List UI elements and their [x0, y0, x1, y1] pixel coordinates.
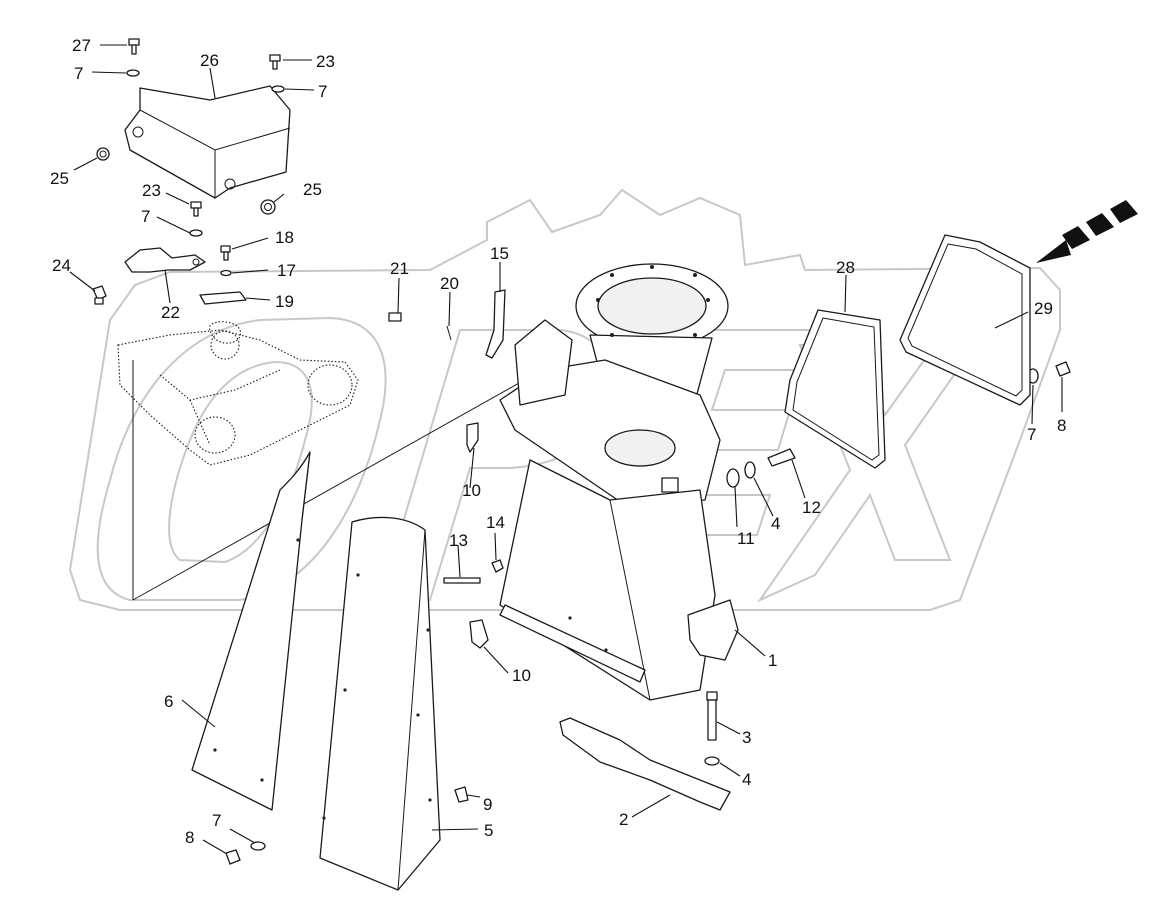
seal-28	[784, 309, 886, 469]
center-small-parts	[225, 289, 1071, 865]
callout-28: 28	[836, 258, 855, 277]
callout-2: 2	[619, 810, 628, 829]
callout-25-right: 25	[303, 180, 322, 199]
callout-22: 22	[161, 303, 180, 322]
callout-27: 27	[72, 36, 91, 55]
plate-15	[485, 289, 506, 359]
callout-29: 29	[1034, 299, 1053, 318]
callout-10-upper: 10	[462, 481, 481, 500]
cover-part-26	[124, 85, 291, 199]
callout-18: 18	[275, 228, 294, 247]
block-19	[199, 291, 247, 305]
leader-lines	[69, 44, 1063, 855]
callout-labels: 1 2 3 4 4 5 6 7 7 7 7 7 8 8 9 10 10 11 1…	[50, 36, 1066, 847]
bolt-3-head	[706, 691, 718, 701]
arrow-dash-3	[1110, 200, 1138, 223]
shield-part-6	[191, 451, 311, 811]
watermark-letter-o	[96, 316, 387, 601]
callout-7-bottom: 7	[212, 811, 221, 830]
callout-12: 12	[802, 498, 821, 517]
nut-8-bottom	[225, 849, 241, 865]
washer-7-top	[126, 69, 140, 77]
callout-15: 15	[490, 244, 509, 263]
callout-21: 21	[390, 259, 409, 278]
callout-13: 13	[449, 531, 468, 550]
grommet-25-right	[260, 199, 276, 215]
callout-8-bottom: 8	[185, 828, 194, 847]
callout-4-lower: 4	[742, 770, 751, 789]
washer-7-mid	[189, 229, 203, 237]
nut-8-right	[1055, 361, 1071, 377]
callout-26: 26	[200, 51, 219, 70]
callout-23-mid: 23	[142, 181, 161, 200]
seals	[784, 234, 1031, 469]
bracket-22	[124, 247, 206, 273]
grommet-25-left	[96, 147, 110, 161]
bolt-23-mid	[190, 201, 202, 209]
callout-7-right-edge: 7	[1027, 425, 1036, 444]
clip-10-upper	[466, 422, 479, 453]
housing-stop-block	[661, 477, 679, 493]
bolt-23-top	[269, 54, 281, 62]
callout-24: 24	[52, 256, 71, 275]
callout-8-right: 8	[1057, 416, 1066, 435]
callout-20: 20	[440, 274, 459, 293]
gearbox-assembly	[117, 321, 561, 601]
callout-4-upper: 4	[771, 514, 780, 533]
bolt-12	[767, 448, 796, 467]
bolt-21	[388, 312, 402, 322]
callout-14: 14	[486, 513, 505, 532]
callout-7-right: 7	[318, 82, 327, 101]
washer-7-right	[271, 85, 285, 93]
plate-part-2	[559, 717, 731, 811]
callout-19: 19	[275, 292, 294, 311]
bolt-9	[454, 786, 469, 803]
callout-7-top: 7	[74, 64, 83, 83]
bolt-27	[128, 38, 140, 46]
callout-5: 5	[484, 821, 493, 840]
pin-20	[446, 325, 452, 341]
chute-part-5	[319, 516, 441, 891]
washer-4-lower	[704, 756, 720, 766]
bolt-18	[220, 245, 231, 253]
clip-10-lower	[469, 619, 489, 649]
watermark-gear	[68, 188, 1061, 611]
seal-29	[899, 234, 1031, 406]
direction-arrow	[1036, 200, 1138, 263]
callout-9: 9	[483, 795, 492, 814]
washer-7-bottom	[250, 841, 266, 851]
callout-17: 17	[277, 261, 296, 280]
sensor-24	[92, 285, 107, 301]
nut-14	[491, 559, 504, 573]
bolt-13	[443, 577, 481, 584]
washer-4-upper	[744, 461, 756, 479]
callout-10-lower: 10	[512, 666, 531, 685]
callout-1: 1	[768, 651, 777, 670]
callout-23-top: 23	[316, 52, 335, 71]
washer-17	[220, 269, 232, 277]
bracket-group	[92, 245, 247, 305]
washer-11	[726, 468, 740, 488]
arrow-dash-2	[1086, 213, 1114, 236]
callout-3: 3	[742, 728, 751, 747]
main-housing-part-1	[499, 263, 739, 701]
arrow-head-icon	[1036, 240, 1071, 263]
callout-25-left: 25	[50, 169, 69, 188]
arrow-dash-1	[1062, 226, 1090, 249]
callout-6: 6	[164, 692, 173, 711]
callout-11: 11	[737, 529, 755, 548]
callout-7-mid: 7	[141, 207, 150, 226]
fasteners-top	[96, 38, 285, 237]
bolt-3	[707, 699, 717, 741]
